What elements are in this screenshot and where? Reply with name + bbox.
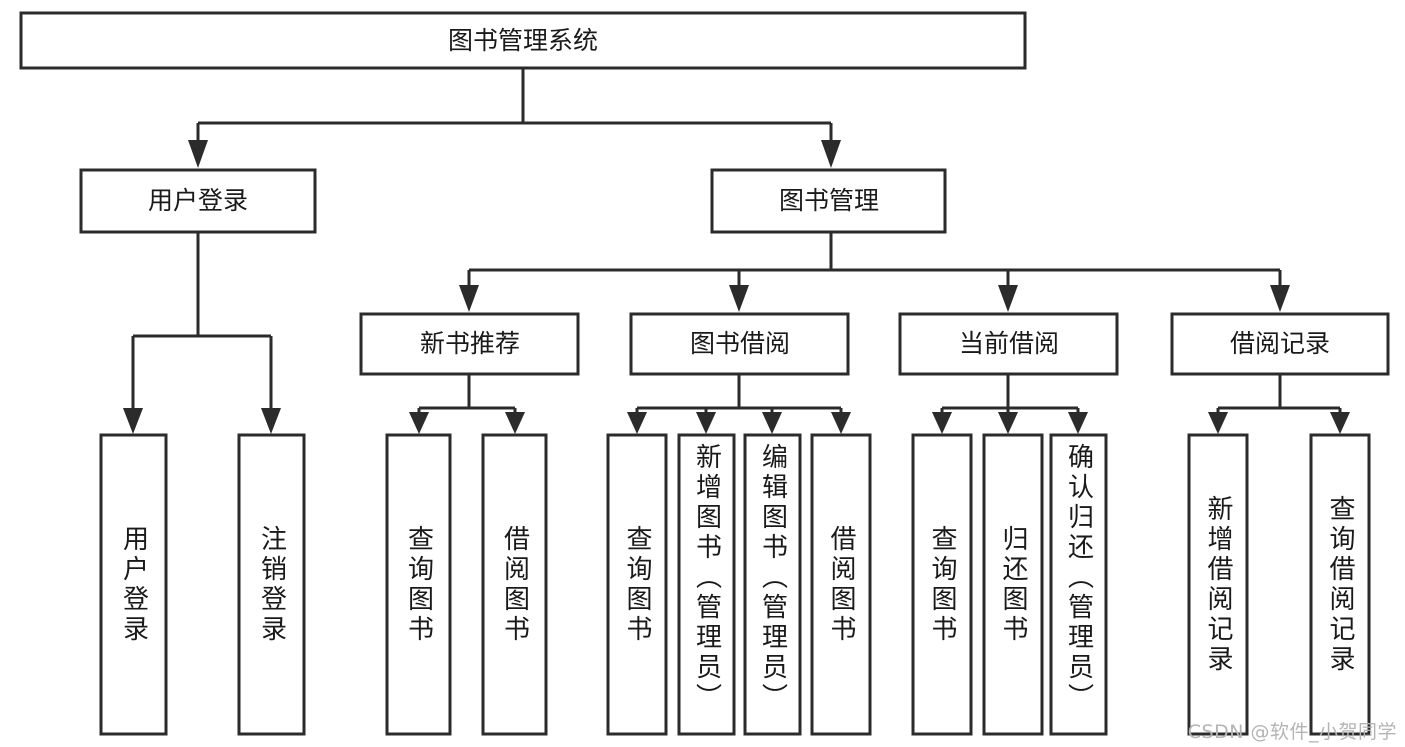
arrow-to-leaf-query-book-3: [932, 412, 952, 434]
arrow-to-leaf-return-book: [998, 412, 1018, 434]
arrow-to-leaf-add-book: [696, 412, 716, 434]
node-title-system-box[interactable]: [19, 11, 1027, 70]
arrow-to-new-book-recommend: [459, 285, 479, 312]
arrow-to-book-management: [821, 140, 841, 168]
connector-group-root-to-level2: [188, 68, 841, 168]
arrow-to-leaf-add-borrow-record: [1208, 412, 1228, 434]
connector-group-newbook-to-leaves: [409, 374, 525, 434]
arrow-to-book-borrow: [729, 285, 749, 312]
connector-group-userlogin-to-leaves: [123, 232, 281, 434]
leaf-borrow-book-1-box[interactable]: [481, 433, 548, 736]
arrow-to-current-borrow: [998, 285, 1018, 312]
arrow-to-leaf-confirm-return: [1068, 412, 1088, 434]
node-borrow-record-box[interactable]: [1170, 312, 1390, 376]
node-user-login-box[interactable]: [79, 168, 317, 234]
leaf-logout-login-box[interactable]: [237, 433, 306, 736]
node-new-book-recommend-box[interactable]: [359, 312, 580, 376]
leaf-query-book-1-box[interactable]: [385, 433, 452, 736]
arrow-to-leaf-user-login: [123, 408, 143, 434]
connector-group-currentborrow-to-leaves: [932, 374, 1088, 434]
arrow-to-borrow-record: [1270, 285, 1290, 312]
arrow-to-leaf-logout-login: [261, 408, 281, 434]
node-book-management-box[interactable]: [710, 168, 947, 234]
leaf-edit-book-box[interactable]: [743, 433, 802, 736]
watermark-text: CSDN @软件_小贺同学: [1187, 721, 1397, 743]
node-title-system-label: 图书管理系统: [448, 26, 598, 55]
leaf-add-book-box[interactable]: [677, 433, 736, 736]
leaf-user-login-box[interactable]: [99, 433, 168, 736]
node-current-borrow[interactable]: 当前借阅: [898, 312, 1119, 376]
node-current-borrow-box[interactable]: [898, 312, 1119, 376]
arrow-to-user-login: [188, 140, 208, 168]
node-book-borrow-label: 图书借阅: [690, 329, 790, 358]
arrow-to-leaf-borrow-book-2: [831, 412, 851, 434]
leaf-query-book-2-box[interactable]: [606, 433, 668, 736]
node-title-system[interactable]: 图书管理系统: [19, 11, 1027, 70]
node-user-login[interactable]: 用户登录: [79, 168, 317, 234]
node-current-borrow-label: 当前借阅: [959, 329, 1059, 358]
leaf-query-book-3-box[interactable]: [911, 433, 973, 736]
node-book-borrow[interactable]: 图书借阅: [629, 312, 850, 376]
leaf-confirm-return-box[interactable]: [1049, 433, 1108, 736]
connector-group-bookborrow-to-leaves: [627, 374, 851, 434]
arrow-to-leaf-query-book-2: [627, 412, 647, 434]
connector-group-borrowrecord-to-leaves: [1208, 374, 1350, 434]
leaf-return-book-box[interactable]: [982, 433, 1044, 736]
node-book-management[interactable]: 图书管理: [710, 168, 947, 234]
leaf-borrow-book-2-box[interactable]: [810, 433, 872, 736]
leaf-add-borrow-record-box[interactable]: [1187, 433, 1249, 736]
node-book-management-label: 图书管理: [779, 186, 879, 215]
connector-group-bookmgmt-to-level3: [459, 232, 1290, 312]
node-user-login-label: 用户登录: [148, 186, 248, 215]
node-borrow-record[interactable]: 借阅记录: [1170, 312, 1390, 376]
arrow-to-leaf-query-book-1: [409, 412, 429, 434]
node-new-book-recommend[interactable]: 新书推荐: [359, 312, 580, 376]
arrow-to-leaf-borrow-book-1: [505, 412, 525, 434]
node-new-book-recommend-label: 新书推荐: [420, 329, 520, 358]
arrow-to-leaf-query-borrow-record: [1330, 412, 1350, 434]
leaf-query-borrow-record-box[interactable]: [1309, 433, 1371, 736]
arrow-to-leaf-edit-book: [762, 412, 782, 434]
node-borrow-record-label: 借阅记录: [1230, 329, 1330, 358]
node-book-borrow-box[interactable]: [629, 312, 850, 376]
